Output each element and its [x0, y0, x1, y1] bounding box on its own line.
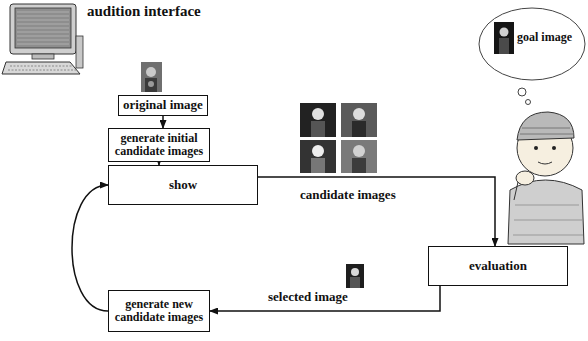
interface-label: audition interface [87, 3, 201, 20]
original-image-thumbnail [141, 62, 162, 92]
image-label: selected image [268, 290, 348, 304]
image-label: candidate images [300, 188, 396, 202]
flow-arrow [258, 177, 495, 246]
process-box: generate new candidate images [108, 290, 210, 332]
box-text: evaluation [469, 259, 527, 273]
box-text: original image [123, 98, 203, 112]
box-text: generate initial candidate images [113, 132, 205, 158]
selected-image-thumbnail [346, 264, 364, 288]
process-box: show [108, 165, 258, 205]
box-text: show [169, 178, 197, 192]
flow-arrow [210, 286, 440, 311]
flow-arrow [72, 185, 108, 311]
computer-icon [2, 4, 83, 74]
box-text: generate new candidate images [113, 298, 205, 324]
person-cartoon [508, 112, 584, 244]
flow-arrow [162, 116, 164, 128]
candidate-image-thumbnails [300, 103, 377, 173]
process-box: evaluation [428, 246, 568, 286]
process-box: original image [118, 95, 208, 116]
thought-bubble [479, 8, 585, 105]
process-box: generate initial candidate images [108, 128, 210, 162]
image-label: goal image [517, 31, 572, 44]
